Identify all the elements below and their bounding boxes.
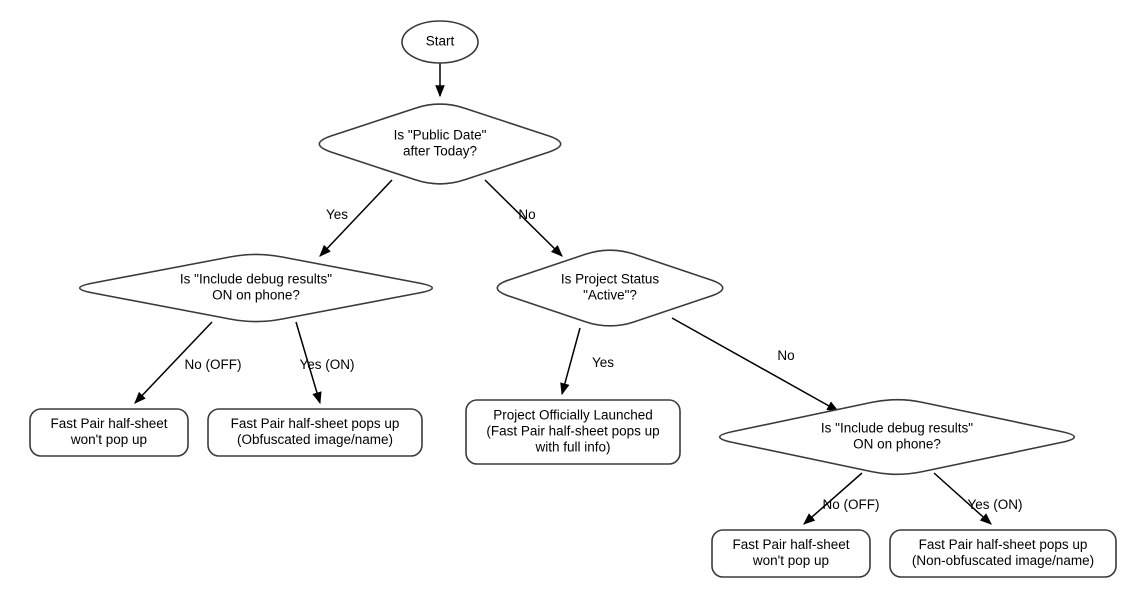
edge-line bbox=[933, 472, 992, 525]
edge-line bbox=[484, 179, 563, 257]
node-text-line: Is "Include debug results" bbox=[821, 421, 973, 436]
rounded-rect-shape bbox=[29, 408, 189, 457]
node-debug-left[interactable]: Is "Include debug results"ON on phone? bbox=[78, 253, 434, 323]
edge-line bbox=[560, 327, 581, 396]
edge-e-debugright-yes: Yes (ON) bbox=[933, 472, 1023, 525]
edge-label: No bbox=[518, 207, 535, 222]
edge-label: No (OFF) bbox=[823, 497, 880, 512]
node-text-line: Project Officially Launched bbox=[493, 408, 653, 423]
edge-label: Yes bbox=[326, 207, 348, 222]
node-public-date[interactable]: Is "Public Date"after Today? bbox=[318, 103, 562, 185]
node-project-status[interactable]: Is Project Status"Active"? bbox=[496, 249, 724, 327]
node-text-line: ON on phone? bbox=[212, 288, 300, 303]
edge-e-debugleft-no: No (OFF) bbox=[134, 321, 242, 404]
edge-e-public-no: No bbox=[484, 179, 563, 257]
rounded-rect-shape bbox=[465, 399, 681, 465]
node-text-line: (Fast Pair half-sheet pops up bbox=[486, 424, 659, 439]
node-start[interactable]: Start bbox=[401, 20, 479, 64]
nodes-layer: Start Is "Public Date"after Today? Is "Inc… bbox=[29, 20, 1117, 578]
node-text-line: (Non-obfuscated image/name) bbox=[912, 553, 1094, 568]
node-text-line: won't pop up bbox=[70, 432, 147, 447]
edge-label: No bbox=[777, 348, 794, 363]
rounded-rect-shape bbox=[711, 529, 871, 578]
node-text-line: ON on phone? bbox=[853, 437, 941, 452]
node-text-line: Fast Pair half-sheet pops up bbox=[231, 416, 400, 431]
node-text-line: won't pop up bbox=[752, 553, 829, 568]
diamond-shape bbox=[78, 253, 434, 323]
node-text-line: with full info) bbox=[534, 440, 610, 455]
edge-e-public-yes: Yes bbox=[319, 179, 393, 257]
node-debug-right[interactable]: Is "Include debug results"ON on phone? bbox=[718, 398, 1076, 476]
node-left-yes-result[interactable]: Fast Pair half-sheet pops up(Obfuscated … bbox=[207, 408, 423, 457]
edge-label: Yes bbox=[592, 355, 614, 370]
node-text-line: "Active"? bbox=[583, 288, 637, 303]
node-text-line: Is "Public Date" bbox=[394, 128, 487, 143]
node-text-line: Fast Pair half-sheet bbox=[50, 416, 167, 431]
rounded-rect-shape bbox=[207, 408, 423, 457]
diamond-shape bbox=[318, 103, 562, 185]
node-text-line: after Today? bbox=[403, 144, 477, 159]
edge-e-debugleft-yes: Yes (ON) bbox=[295, 321, 355, 405]
rounded-rect-shape bbox=[889, 529, 1117, 578]
node-text-line: Fast Pair half-sheet pops up bbox=[919, 537, 1088, 552]
node-launched-result[interactable]: Project Officially Launched(Fast Pair ha… bbox=[465, 399, 681, 465]
edge-label: No (OFF) bbox=[185, 357, 242, 372]
edge-e-status-no: No bbox=[671, 317, 840, 412]
edge-label: Yes (ON) bbox=[967, 497, 1022, 512]
edge-line bbox=[803, 472, 863, 525]
node-right-yes-result[interactable]: Fast Pair half-sheet pops up(Non-obfusca… bbox=[889, 529, 1117, 578]
diamond-shape bbox=[718, 398, 1076, 476]
diamond-shape bbox=[496, 249, 724, 327]
node-text-line: Is "Include debug results" bbox=[180, 272, 332, 287]
node-text-line: Is Project Status bbox=[561, 272, 660, 287]
edge-line bbox=[134, 321, 213, 404]
edge-line bbox=[671, 317, 840, 412]
edge-label: Yes (ON) bbox=[299, 357, 354, 372]
ellipse-shape bbox=[401, 20, 479, 64]
node-text-line: (Obfuscated image/name) bbox=[237, 432, 393, 447]
node-text-line: Start bbox=[426, 34, 455, 49]
edge-line bbox=[319, 179, 393, 257]
node-text-line: Fast Pair half-sheet bbox=[732, 537, 849, 552]
edge-e-debugright-no: No (OFF) bbox=[803, 472, 880, 525]
edge-e-status-yes: Yes bbox=[560, 327, 614, 396]
edge-line bbox=[295, 321, 322, 405]
